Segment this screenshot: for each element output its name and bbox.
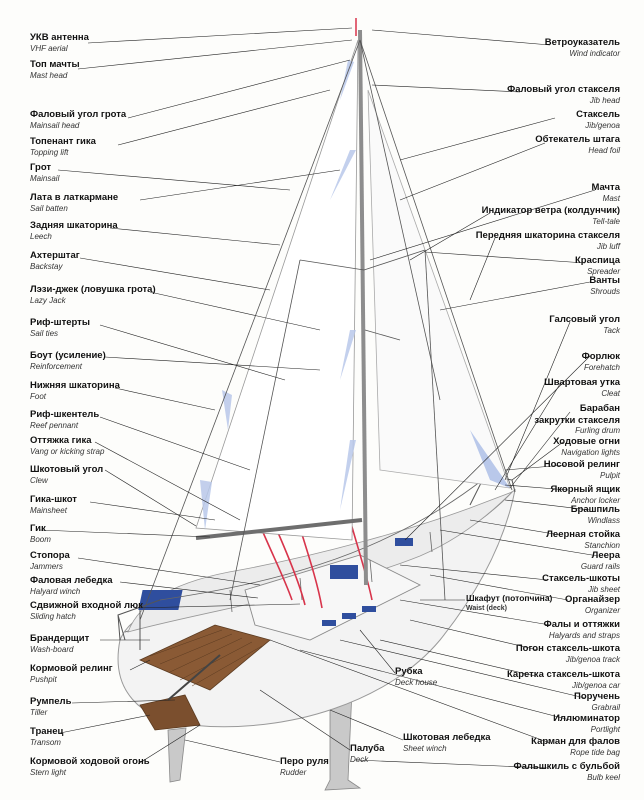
rigging bbox=[139, 39, 513, 621]
red-control-lines bbox=[261, 519, 373, 609]
rudder-blade bbox=[167, 727, 187, 783]
guard-rail bbox=[159, 477, 486, 601]
leader-lines-middle bbox=[184, 599, 465, 763]
jib-shadow bbox=[470, 430, 510, 488]
boom-spar bbox=[195, 518, 363, 540]
label-waist-deck: Шкафут (потопчина)Waist (deck) bbox=[466, 593, 553, 612]
leader-lines-right bbox=[269, 29, 599, 769]
sail-battens bbox=[200, 60, 356, 530]
portlights bbox=[322, 606, 376, 626]
label-reinforcement: Боут (усиление)Reinforcement bbox=[30, 350, 106, 371]
hull bbox=[117, 474, 516, 791]
companionway-blue bbox=[330, 565, 358, 579]
teak-lines bbox=[149, 629, 263, 687]
leader-lines-left bbox=[39, 27, 353, 765]
label-lazy-jack: Лэзи-джек (ловушка грота)Lazy Jack bbox=[30, 284, 156, 305]
tiller-bar bbox=[167, 654, 221, 701]
jib-cloth bbox=[367, 89, 511, 489]
forehatch-blue bbox=[395, 538, 413, 546]
mainsail-cloth bbox=[195, 39, 359, 541]
label-tell-tale: Индикатор ветра (колдунчик)Tell-tale bbox=[481, 205, 620, 226]
mast-spar bbox=[358, 29, 368, 586]
deck-house-body bbox=[244, 554, 422, 641]
